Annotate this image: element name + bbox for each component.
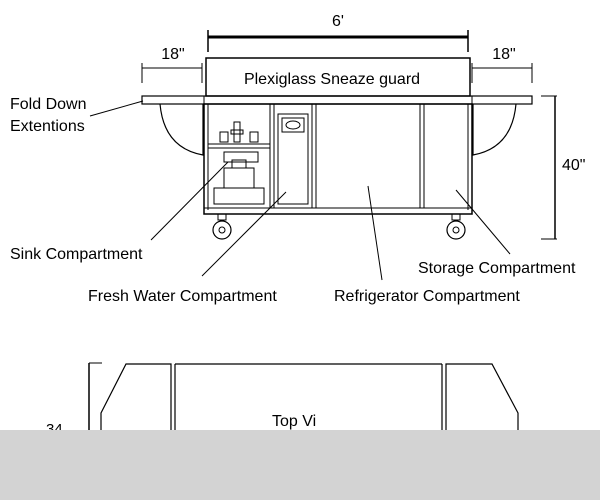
left-extension-label: 18" xyxy=(161,46,184,63)
fold-down-leader xyxy=(89,100,144,117)
sink-leader xyxy=(150,161,229,241)
width-label: 6' xyxy=(332,13,344,30)
storage-leader xyxy=(455,189,511,255)
right-extension-dimension: 18" xyxy=(471,46,533,83)
left-extension-bracket xyxy=(159,103,204,156)
top-view-label: Top Vi xyxy=(272,413,316,430)
right-extension-bracket xyxy=(472,103,517,156)
left-extension-dimension: 18" xyxy=(141,46,203,83)
right-wheel xyxy=(446,213,466,240)
refrigerator-leader xyxy=(367,185,383,281)
sneeze-guard: Plexiglass Sneaze guard xyxy=(205,57,471,97)
cart-body xyxy=(203,103,473,215)
refrigerator-compartment-label: Refrigerator Compartment xyxy=(334,288,520,305)
sink-compartment-label: Sink Compartment xyxy=(10,246,143,263)
sneeze-guard-label: Plexiglass Sneaze guard xyxy=(244,71,420,88)
fresh-water-tank xyxy=(277,113,309,205)
counter-top xyxy=(141,95,533,105)
fresh-water-leader xyxy=(201,191,287,277)
right-extension-label: 18" xyxy=(492,46,515,63)
grey-overlay-band xyxy=(0,430,600,500)
storage-compartment-label: Storage Compartment xyxy=(418,260,576,277)
sink-fixture xyxy=(208,121,270,205)
top-view: 34 Top Vi xyxy=(46,362,519,440)
left-wheel xyxy=(212,213,232,240)
fold-down-label-line1: Fold Down xyxy=(10,96,86,113)
width-dimension: 6' xyxy=(207,13,469,52)
fresh-water-compartment-label: Fresh Water Compartment xyxy=(88,288,277,305)
height-label: 40" xyxy=(562,157,585,174)
height-dimension: 40" xyxy=(541,95,585,240)
fold-down-label-line2: Extentions xyxy=(10,118,85,135)
